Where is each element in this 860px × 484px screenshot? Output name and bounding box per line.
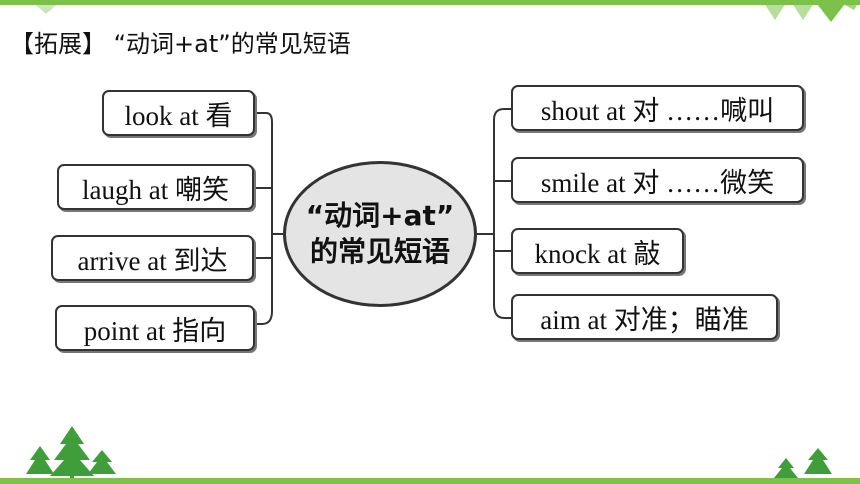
phrase-box-smile-at: smile at 对 ……微笑 [511, 157, 804, 203]
phrase-box-laugh-at: laugh at 嘲笑 [57, 164, 254, 210]
tree-icon [26, 426, 116, 480]
page-heading: 【拓展】 “动词+at”的常见短语 [10, 30, 351, 58]
phrase-box-shout-at: shout at 对 ……喊叫 [511, 85, 804, 131]
bottom-accent-bar [0, 478, 860, 484]
top-accent-bar [0, 0, 860, 5]
phrase-box-knock-at: knock at 敲 [511, 228, 684, 274]
central-topic: “动词+at” 的常见短语 [283, 161, 477, 307]
central-topic-line1: “动词+at” [305, 198, 455, 232]
phrase-box-arrive-at: arrive at 到达 [51, 235, 254, 281]
tree-icon [774, 448, 832, 478]
phrase-box-point-at: point at 指向 [55, 305, 255, 351]
chevron-icon [762, 0, 860, 22]
chevron-icon [30, 0, 62, 14]
phrase-box-aim-at: aim at 对准；瞄准 [511, 294, 778, 340]
phrase-box-look-at: look at 看 [102, 90, 255, 136]
central-topic-line2: 的常见短语 [309, 235, 450, 268]
